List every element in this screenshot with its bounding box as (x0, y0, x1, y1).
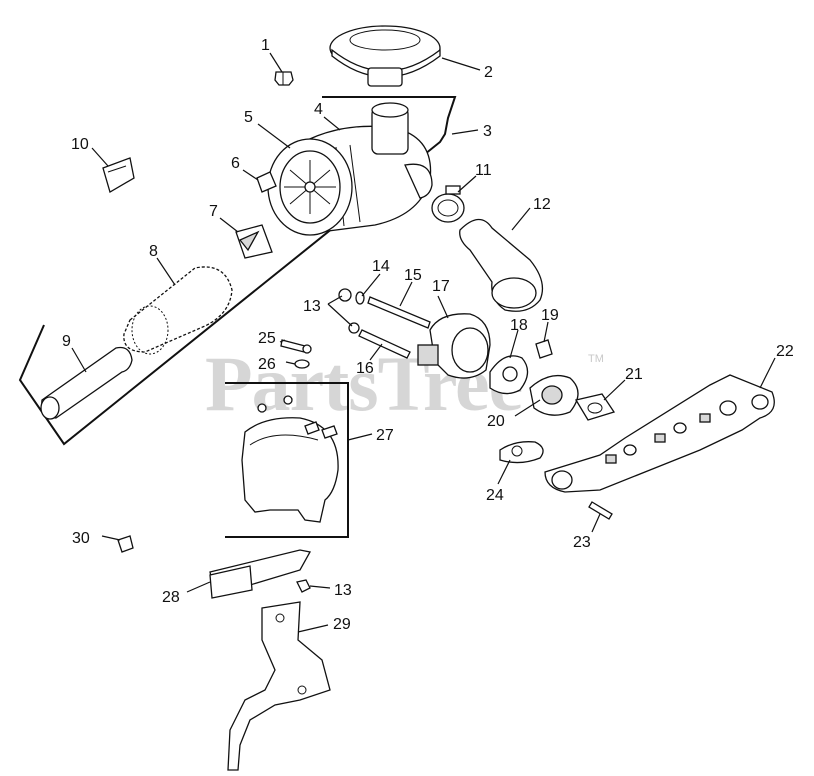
callout-8[interactable]: 8 (149, 243, 158, 260)
callout-6[interactable]: 6 (231, 155, 240, 172)
part-20-flange[interactable] (529, 374, 579, 416)
callout-22[interactable]: 22 (776, 343, 794, 360)
callout-10[interactable]: 10 (71, 136, 89, 153)
part-25-screw[interactable] (280, 339, 312, 354)
callout-21[interactable]: 21 (625, 366, 643, 383)
callout-2[interactable]: 2 (484, 64, 493, 81)
callout-27[interactable]: 27 (376, 427, 394, 444)
callout-16[interactable]: 16 (356, 360, 374, 377)
part-10-clip[interactable] (102, 157, 135, 193)
part-27-blower-housing[interactable] (241, 395, 339, 523)
assembly-bracket-27 (225, 382, 349, 538)
callout-13-lower[interactable]: 13 (334, 582, 352, 599)
callout-13-upper[interactable]: 13 (303, 298, 321, 315)
callout-23[interactable]: 23 (573, 534, 591, 551)
part-1-screw[interactable] (274, 71, 294, 86)
part-26-washer[interactable] (294, 359, 310, 369)
part-28-bracket[interactable] (209, 549, 312, 599)
part-19-fitting[interactable] (535, 339, 553, 359)
part-8-precleaner[interactable] (123, 266, 233, 355)
callout-7[interactable]: 7 (209, 203, 218, 220)
part-7-element[interactable] (235, 224, 273, 259)
watermark-trademark: TM (588, 353, 604, 365)
part-12-elbow[interactable] (459, 218, 544, 312)
callout-26[interactable]: 26 (258, 356, 276, 373)
part-5-filter-cover[interactable] (267, 138, 353, 236)
part-23-bolt[interactable] (588, 501, 613, 520)
callout-28[interactable]: 28 (162, 589, 180, 606)
callout-17[interactable]: 17 (432, 278, 450, 295)
callout-11[interactable]: 11 (475, 162, 492, 179)
part-22-manifold[interactable] (544, 374, 775, 493)
part-16-stud[interactable] (358, 329, 411, 359)
part-13-nut-a[interactable] (338, 288, 360, 334)
part-6-clip[interactable] (256, 171, 277, 193)
part-24-gasket[interactable] (499, 441, 544, 464)
callout-29[interactable]: 29 (333, 616, 351, 633)
part-21-gasket[interactable] (574, 393, 616, 421)
part-9-inner-element[interactable] (40, 346, 133, 420)
part-18-gasket[interactable] (489, 355, 529, 395)
part-30-clip[interactable] (117, 535, 134, 553)
part-29-support[interactable] (227, 601, 331, 771)
part-13-nut-b[interactable] (296, 579, 311, 593)
callout-25[interactable]: 25 (258, 330, 276, 347)
callout-5[interactable]: 5 (244, 109, 253, 126)
part-14-washer[interactable] (355, 291, 365, 305)
callout-3[interactable]: 3 (483, 123, 492, 140)
callout-20[interactable]: 20 (487, 413, 505, 430)
callout-30[interactable]: 30 (72, 530, 90, 547)
callout-24[interactable]: 24 (486, 487, 504, 504)
assembly-bracket-3 (18, 96, 457, 446)
callout-labels: 1 2 3 4 5 6 7 8 9 10 11 12 13 14 15 16 1… (62, 37, 794, 633)
callout-14[interactable]: 14 (372, 258, 390, 275)
callout-15[interactable]: 15 (404, 267, 422, 284)
part-2-cover[interactable] (329, 25, 441, 87)
callout-18[interactable]: 18 (510, 317, 528, 334)
leader-lines (71, 52, 776, 633)
callout-9[interactable]: 9 (62, 333, 71, 350)
callout-1[interactable]: 1 (261, 37, 270, 54)
callout-4[interactable]: 4 (314, 101, 323, 118)
callout-19[interactable]: 19 (541, 307, 559, 324)
part-11-clamp[interactable] (431, 185, 465, 223)
callout-12[interactable]: 12 (533, 196, 551, 213)
part-15-stud[interactable] (367, 296, 431, 329)
